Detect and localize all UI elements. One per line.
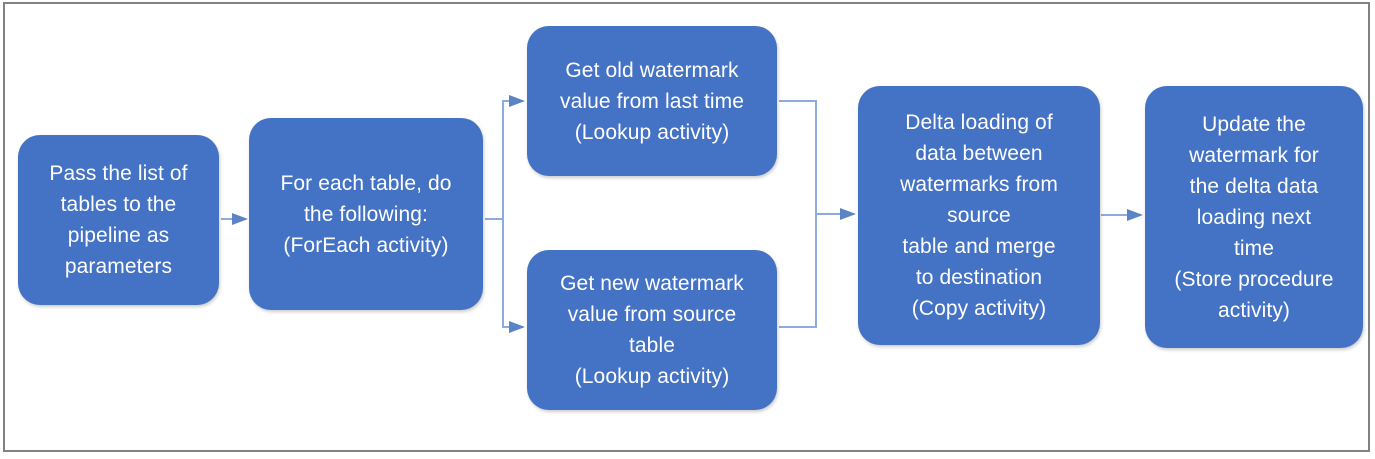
connector-foreach-to-new-watermark — [485, 218, 525, 333]
node-pass-tables[interactable]: Pass the list of tables to the pipeline … — [18, 135, 219, 305]
connector-old-watermark-to-delta-load — [779, 100, 856, 220]
node-update-watermark-stored-procedure[interactable]: Update the watermark for the delta data … — [1145, 86, 1363, 348]
node-get-old-watermark[interactable]: Get old watermark value from last time (… — [527, 26, 777, 176]
node-delta-loading-copy-activity[interactable]: Delta loading of data between watermarks… — [858, 86, 1100, 345]
node-get-new-watermark[interactable]: Get new watermark value from source tabl… — [527, 250, 777, 410]
node-foreach-activity[interactable]: For each table, do the following: (ForEa… — [249, 118, 483, 310]
connector-new-watermark-to-delta-load — [779, 214, 817, 328]
connector-foreach-to-old-watermark — [485, 95, 525, 220]
